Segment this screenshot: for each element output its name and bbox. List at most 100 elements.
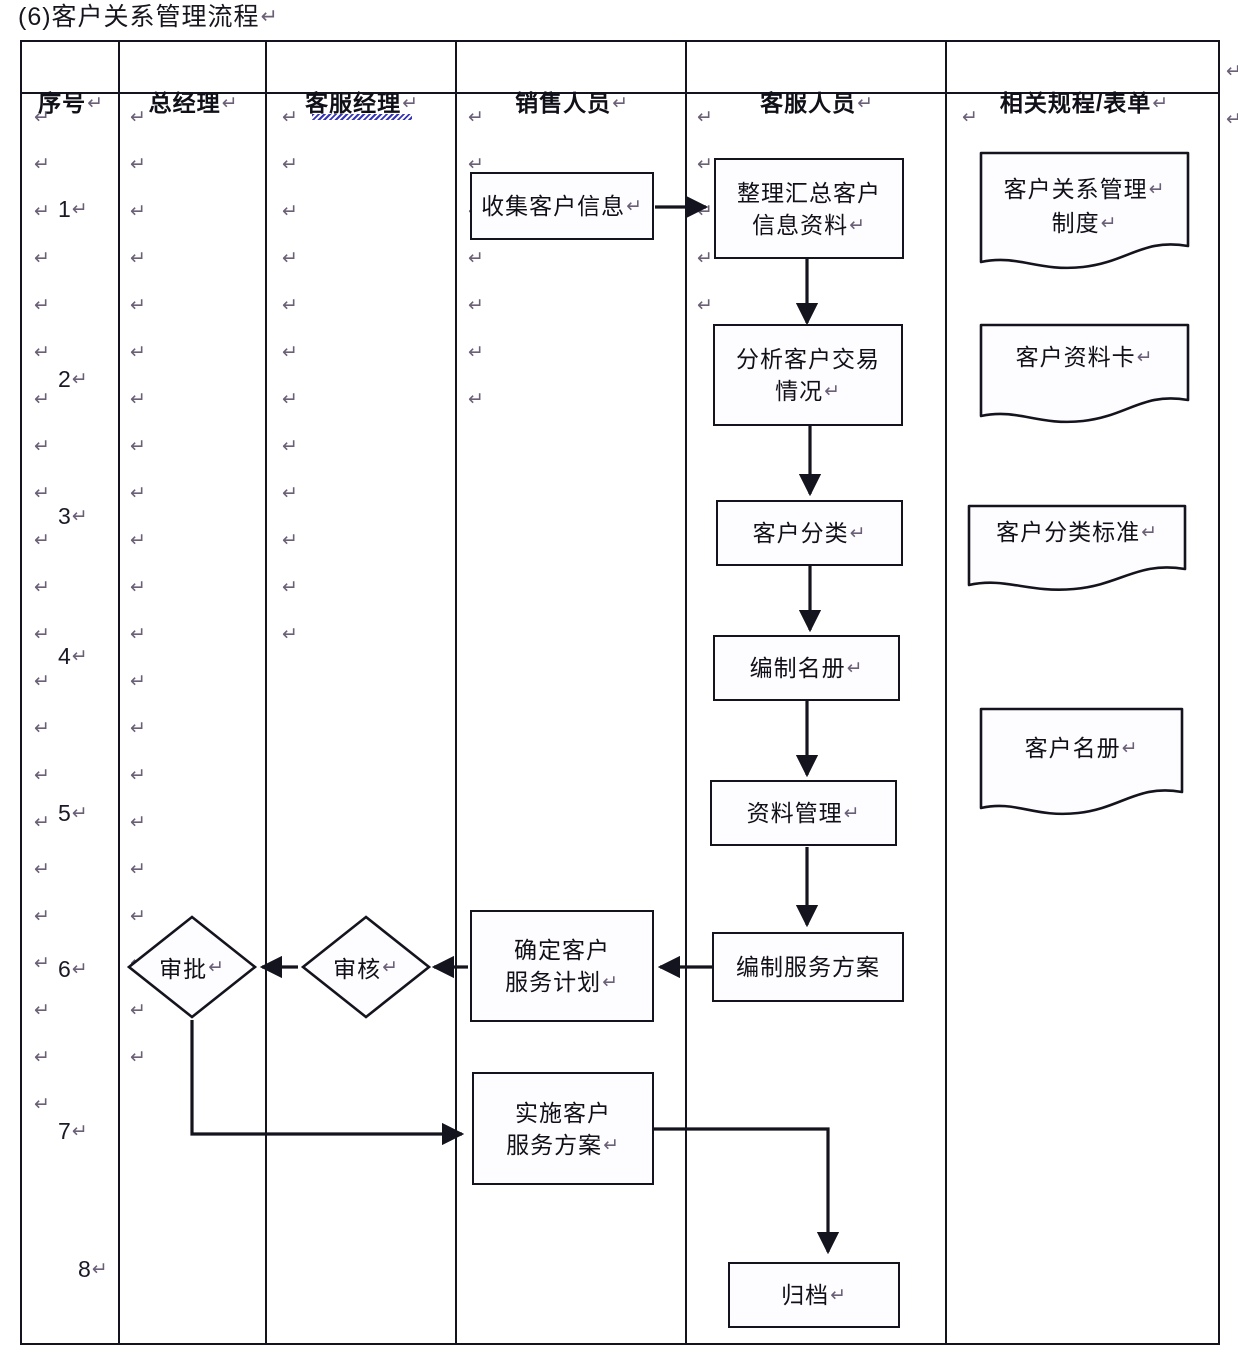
- node-text-line: 情况↵: [775, 378, 841, 404]
- pilcrow-mark: ↵: [130, 671, 146, 692]
- node-text-line: 信息资料↵: [752, 211, 866, 238]
- column-divider-3: [455, 42, 457, 1343]
- node-compile-roster[interactable]: 编制名册↵: [713, 635, 900, 701]
- pilcrow-mark: ↵: [130, 577, 146, 598]
- doc-text-line: 客户关系管理↵: [1003, 176, 1166, 202]
- pilcrow-mark: ↵: [697, 107, 713, 128]
- pilcrow-mark: ↵: [857, 92, 874, 113]
- pilcrow-mark: ↵: [208, 956, 225, 977]
- node-text-line: 编制服务方案: [736, 954, 880, 980]
- pilcrow-mark: ↵: [71, 1120, 88, 1141]
- pilcrow-mark: ↵: [697, 248, 713, 269]
- pilcrow-mark: ↵: [130, 812, 146, 833]
- node-text-line: 收集客户信息↵: [481, 193, 643, 219]
- pilcrow-mark: ↵: [71, 645, 88, 666]
- pilcrow-mark: ↵: [1136, 346, 1154, 367]
- node-archive[interactable]: 归档↵: [728, 1262, 900, 1328]
- pilcrow-mark: ↵: [824, 380, 841, 401]
- pilcrow-mark: ↵: [468, 154, 484, 175]
- pilcrow-mark: ↵: [282, 201, 298, 222]
- pilcrow-mark: ↵: [697, 295, 713, 316]
- node-text-line: 服务方案↵: [506, 1131, 620, 1158]
- node-customer-classification-label: 客户分类↵: [749, 517, 871, 549]
- doc-text-block: 客户关系管理↵制度↵: [978, 172, 1191, 240]
- pilcrow-mark: ↵: [282, 530, 298, 551]
- node-collect-customer-info[interactable]: 收集客户信息↵: [470, 172, 654, 240]
- node-draft-service-plan[interactable]: 编制服务方案: [712, 932, 904, 1002]
- pilcrow-mark: ↵: [846, 657, 864, 678]
- node-data-management[interactable]: 资料管理↵: [710, 780, 897, 846]
- pilcrow-mark: ↵: [34, 1094, 50, 1115]
- pilcrow-mark: ↵: [1152, 92, 1170, 113]
- pilcrow-mark: ↵: [34, 906, 50, 927]
- node-text-line: 服务计划↵: [505, 969, 619, 995]
- column-header-sales: 销售人员↵: [457, 84, 687, 118]
- pilcrow-mark: ↵: [71, 198, 88, 219]
- page-title: (6)客户关系管理流程↵: [18, 2, 279, 32]
- header-label: 客服人员: [760, 90, 857, 116]
- doc-text-block: 客户资料卡↵: [978, 340, 1191, 374]
- pilcrow-mark: ↵: [130, 1000, 146, 1021]
- column-divider-2: [265, 42, 267, 1343]
- doc-text-line: 客户名册↵: [1024, 735, 1139, 761]
- pilcrow-mark: ↵: [282, 624, 298, 645]
- doc-classification-standard-label: 客户分类标准↵: [966, 515, 1188, 549]
- doc-customer-roster-label: 客户名册↵: [978, 731, 1185, 765]
- header-label: 总经理: [148, 90, 221, 116]
- node-confirm-service-plan[interactable]: 确定客户服务计划↵: [470, 910, 654, 1022]
- node-implement-service-plan-label: 实施客户服务方案↵: [502, 1097, 624, 1161]
- node-data-management-label: 资料管理↵: [743, 797, 865, 829]
- pilcrow-mark: ↵: [282, 342, 298, 363]
- sequence-number: 4↵: [58, 643, 88, 669]
- node-analyze-customer-transactions-label: 分析客户交易情况↵: [732, 343, 884, 407]
- doc-customer-roster[interactable]: 客户名册↵: [978, 706, 1185, 818]
- pilcrow-mark: ↵: [130, 154, 146, 175]
- pilcrow-mark: ↵: [282, 483, 298, 504]
- pilcrow-mark: ↵: [130, 389, 146, 410]
- header-label: 销售人员: [515, 90, 612, 116]
- document-shape: [979, 707, 1184, 816]
- node-compile-customer-info[interactable]: 整理汇总客户信息资料↵: [714, 158, 904, 259]
- node-customer-classification[interactable]: 客户分类↵: [716, 500, 903, 566]
- node-approve-decision[interactable]: 审批↵: [126, 914, 258, 1020]
- pilcrow-mark: ↵: [282, 577, 298, 598]
- pilcrow-mark: ↵: [468, 295, 484, 316]
- header-label: 客服经理: [305, 90, 402, 116]
- pilcrow-mark: ↵: [402, 92, 419, 113]
- pilcrow-mark: ↵: [130, 436, 146, 457]
- document-shape: [967, 504, 1187, 591]
- pilcrow-mark: ↵: [71, 368, 88, 389]
- node-text-line: 编制名册↵: [749, 655, 864, 681]
- doc-customer-card[interactable]: 客户资料卡↵: [978, 322, 1191, 426]
- sequence-number: 3↵: [58, 503, 88, 529]
- node-analyze-customer-transactions[interactable]: 分析客户交易情况↵: [713, 324, 903, 426]
- doc-crm-policy-label: 客户关系管理↵制度↵: [978, 172, 1191, 240]
- column-header-gm: 总经理↵: [120, 84, 267, 118]
- pilcrow-mark: ↵: [697, 154, 713, 175]
- pilcrow-mark: ↵: [71, 958, 88, 979]
- pilcrow-mark: ↵: [87, 92, 104, 113]
- diamond-shape: [300, 915, 432, 1019]
- doc-customer-card-label: 客户资料卡↵: [978, 340, 1191, 374]
- node-review-decision[interactable]: 审核↵: [300, 914, 432, 1020]
- pilcrow-mark-outside-body: ↵: [1226, 109, 1238, 130]
- pilcrow-mark: ↵: [34, 577, 50, 598]
- pilcrow-mark: ↵: [34, 1047, 50, 1068]
- doc-crm-policy[interactable]: 客户关系管理↵制度↵: [978, 150, 1191, 274]
- header-divider: [22, 92, 1218, 94]
- pilcrow-mark: ↵: [282, 248, 298, 269]
- sequence-number: 7↵: [58, 1118, 88, 1144]
- node-review-decision-label: 审核↵: [333, 956, 399, 982]
- pilcrow-mark: ↵: [34, 295, 50, 316]
- pilcrow-mark: ↵: [1121, 737, 1139, 758]
- pilcrow-mark: ↵: [34, 812, 50, 833]
- pilcrow-mark: ↵: [34, 107, 50, 128]
- header-label: 相关规程/表单: [999, 90, 1152, 116]
- column-divider-1: [118, 42, 120, 1343]
- node-implement-service-plan[interactable]: 实施客户服务方案↵: [472, 1072, 654, 1185]
- sequence-number: 6↵: [58, 956, 88, 982]
- doc-classification-standard[interactable]: 客户分类标准↵: [966, 503, 1188, 593]
- node-collect-customer-info-label: 收集客户信息↵: [477, 190, 647, 222]
- pilcrow-mark: ↵: [130, 859, 146, 880]
